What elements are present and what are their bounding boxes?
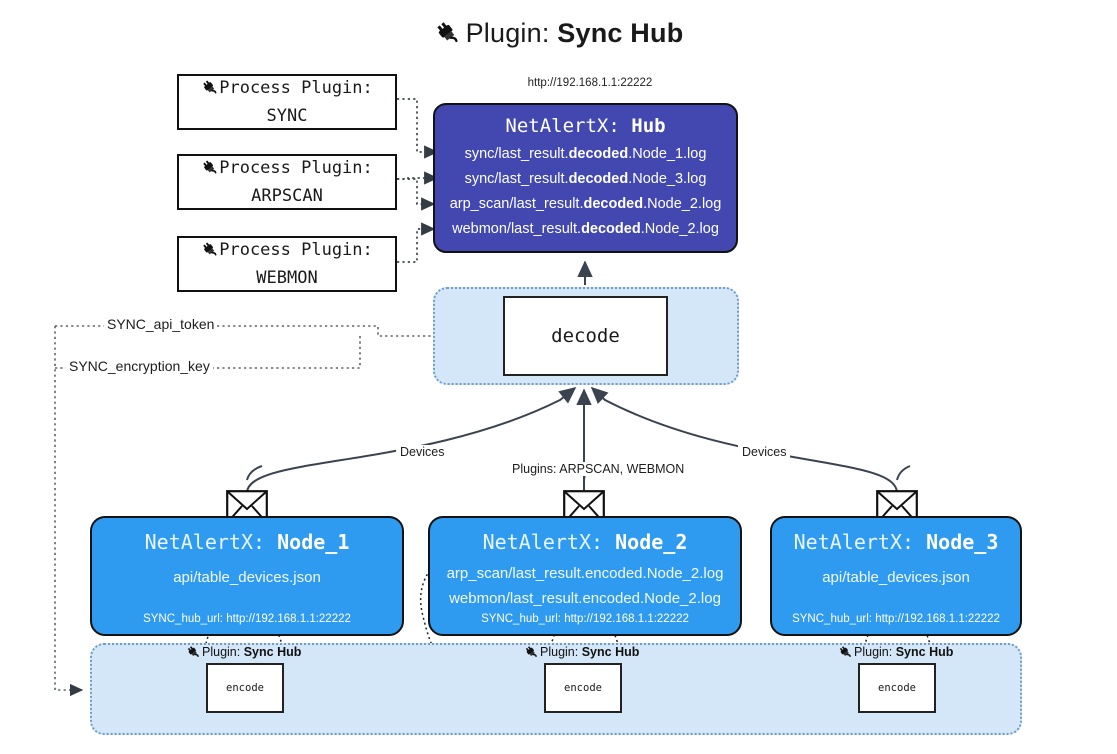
node-log-line: arp_scan/last_result.encoded.Node_2.log	[446, 565, 724, 582]
setting-api-token-label: SYNC_api_token	[104, 316, 218, 332]
encode-box-1[interactable]: encode	[206, 663, 284, 713]
process-plugin-webmon[interactable]: Process Plugin: WEBMON	[177, 236, 397, 292]
node-hub-url: SYNC_hub_url: http://192.168.1.1:22222	[792, 613, 1000, 625]
process-plugin-sync[interactable]: Process Plugin: SYNC	[177, 74, 397, 130]
encoder-plugin-name: Sync Hub	[895, 645, 954, 659]
process-plugin-title: Process Plugin:	[219, 240, 373, 261]
page-title-name: Sync Hub	[557, 18, 684, 48]
hub-log-emphasis: decoded	[581, 220, 641, 237]
plug-icon	[186, 645, 200, 662]
encoder-plugin-prefix: Plugin:	[540, 645, 579, 659]
hub-log-line: webmon/last_result.decoded.Node_2.log	[435, 217, 736, 242]
encode-box-2[interactable]: encode	[544, 663, 622, 713]
process-plugin-name: WEBMON	[256, 267, 318, 288]
encoder-plugin-label-3: Plugin: Sync Hub	[838, 645, 953, 662]
process-plugin-arpscan[interactable]: Process Plugin: ARPSCAN	[177, 154, 397, 210]
hub-log-post: .Node_2.log	[640, 220, 719, 237]
node-box-1[interactable]: NetAlertX: Node_1 api/table_devices.json…	[90, 516, 404, 636]
setting-encryption-key-label: SYNC_encryption_key	[66, 358, 213, 374]
edge-label-devices-left: Devices	[396, 445, 449, 459]
encoder-plugin-prefix: Plugin:	[854, 645, 893, 659]
encode-box-3[interactable]: encode	[858, 663, 936, 713]
hub-title-name: Hub	[631, 115, 666, 137]
node-log-line: webmon/last_result.encoded.Node_2.log	[449, 589, 721, 607]
encoder-plugin-name: Sync Hub	[581, 645, 640, 659]
hub-title-prefix: NetAlertX:	[505, 115, 620, 137]
decode-box[interactable]: decode	[503, 296, 668, 376]
hub-log-pre: sync/last_result.	[464, 146, 569, 162]
edge-label-devices-right: Devices	[738, 445, 791, 459]
node-title-name: Node_3	[926, 530, 999, 554]
hub-log-pre: sync/last_result.	[464, 170, 569, 187]
process-plugin-title: Process Plugin:	[219, 158, 373, 179]
hub-log-post: .Node_1.log	[628, 146, 707, 162]
hub-log-post: .Node_2.log	[643, 195, 722, 212]
page-title: Plugin: Sync Hub	[0, 18, 1117, 53]
hub-url-label: http://192.168.1.1:22222	[527, 77, 653, 89]
page-title-prefix: Plugin:	[465, 18, 550, 48]
hub-log-emphasis: decoded	[583, 195, 644, 212]
node-title-name: Node_2	[615, 530, 688, 554]
node-hub-url: SYNC_hub_url: http://192.168.1.1:22222	[481, 613, 689, 625]
edge-label-plugins-center: Plugins: ARPSCAN, WEBMON	[508, 462, 689, 476]
encoder-plugin-name: Sync Hub	[243, 645, 302, 659]
node-hub-url: SYNC_hub_url: http://192.168.1.1:22222	[143, 613, 351, 625]
process-plugin-title: Process Plugin:	[219, 78, 373, 99]
encode-label: encode	[564, 682, 602, 694]
encoder-plugin-prefix: Plugin:	[202, 645, 241, 659]
node-box-3[interactable]: NetAlertX: Node_3 api/table_devices.json…	[770, 516, 1022, 636]
node-title-prefix: NetAlertX:	[482, 530, 604, 554]
encode-label: encode	[226, 682, 264, 694]
plug-icon	[434, 20, 460, 53]
process-plugin-name: SYNC	[266, 105, 308, 126]
hub-log-line: sync/last_result.decoded.Node_3.log	[435, 167, 736, 192]
decode-label: decode	[551, 325, 620, 347]
node-log-line: api/table_devices.json	[822, 569, 970, 586]
plug-icon	[201, 159, 218, 183]
hub-log-line: arp_scan/last_result.decoded.Node_2.log	[435, 192, 736, 217]
process-plugin-name: ARPSCAN	[251, 185, 323, 206]
plug-icon	[201, 79, 218, 103]
plug-icon	[201, 241, 218, 265]
node-log-line: api/table_devices.json	[173, 569, 321, 586]
hub-title: NetAlertX: Hub	[435, 115, 736, 137]
node-title: NetAlertX: Node_2	[430, 530, 740, 554]
hub-log-post: .Node_3.log	[628, 170, 707, 187]
plug-icon	[838, 645, 852, 662]
node-title: NetAlertX: Node_3	[772, 530, 1020, 554]
encoder-plugin-label-1: Plugin: Sync Hub	[186, 645, 301, 662]
encoder-plugin-label-2: Plugin: Sync Hub	[524, 645, 639, 662]
hub-log-emphasis: decoded	[568, 146, 629, 162]
encode-label: encode	[878, 682, 916, 694]
hub-log-pre: webmon/last_result.	[452, 220, 582, 237]
hub-log-pre: arp_scan/last_result.	[449, 195, 584, 212]
node-title-name: Node_1	[277, 530, 350, 554]
hub-log-emphasis: decoded	[568, 170, 629, 187]
hub-log-line: sync/last_result.decoded.Node_1.log	[435, 142, 736, 167]
node-title: NetAlertX: Node_1	[92, 530, 402, 554]
node-title-prefix: NetAlertX:	[793, 530, 915, 554]
hub-node[interactable]: NetAlertX: Hub sync/last_result.decoded.…	[433, 103, 738, 253]
plug-icon	[524, 645, 538, 662]
node-title-prefix: NetAlertX:	[144, 530, 266, 554]
node-box-2[interactable]: NetAlertX: Node_2 arp_scan/last_result.e…	[428, 516, 742, 636]
hub-log-list: sync/last_result.decoded.Node_1.log sync…	[435, 142, 736, 242]
